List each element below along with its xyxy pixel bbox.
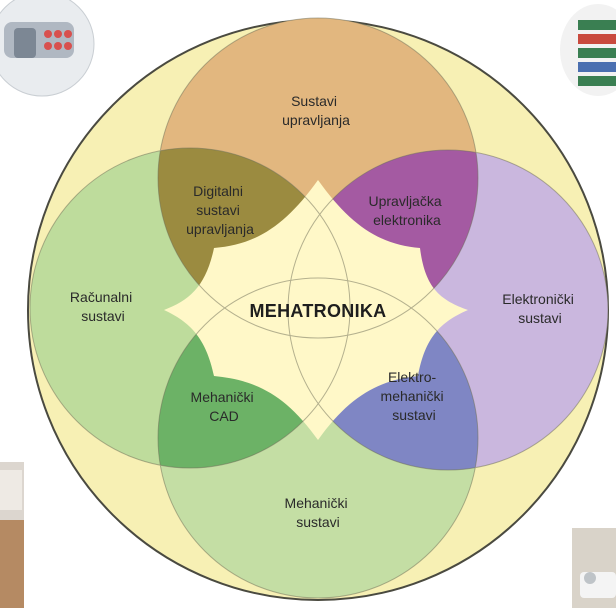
room-photo	[0, 462, 24, 608]
label-right: Elektronički sustavi	[502, 291, 577, 326]
label-top: Sustavi upravljanja	[282, 93, 350, 128]
label-top-right: Upravljačka elektronika	[368, 193, 445, 228]
robot-arm-photo	[572, 528, 616, 608]
center-region	[164, 180, 468, 440]
circuit-board-photo	[560, 4, 616, 96]
label-bottom-left: Mehanički CAD	[191, 389, 258, 424]
label-bottom-right: Elektro- mehanički sustavi	[381, 369, 448, 423]
label-top-left: Digitalni sustavi upravljanja	[186, 183, 254, 237]
robot-hand-photo	[0, 0, 95, 97]
label-left: Računalni sustavi	[70, 289, 136, 324]
label-bottom: Mehanički sustavi	[285, 495, 352, 530]
center-label: MEHATRONIKA	[250, 301, 387, 321]
